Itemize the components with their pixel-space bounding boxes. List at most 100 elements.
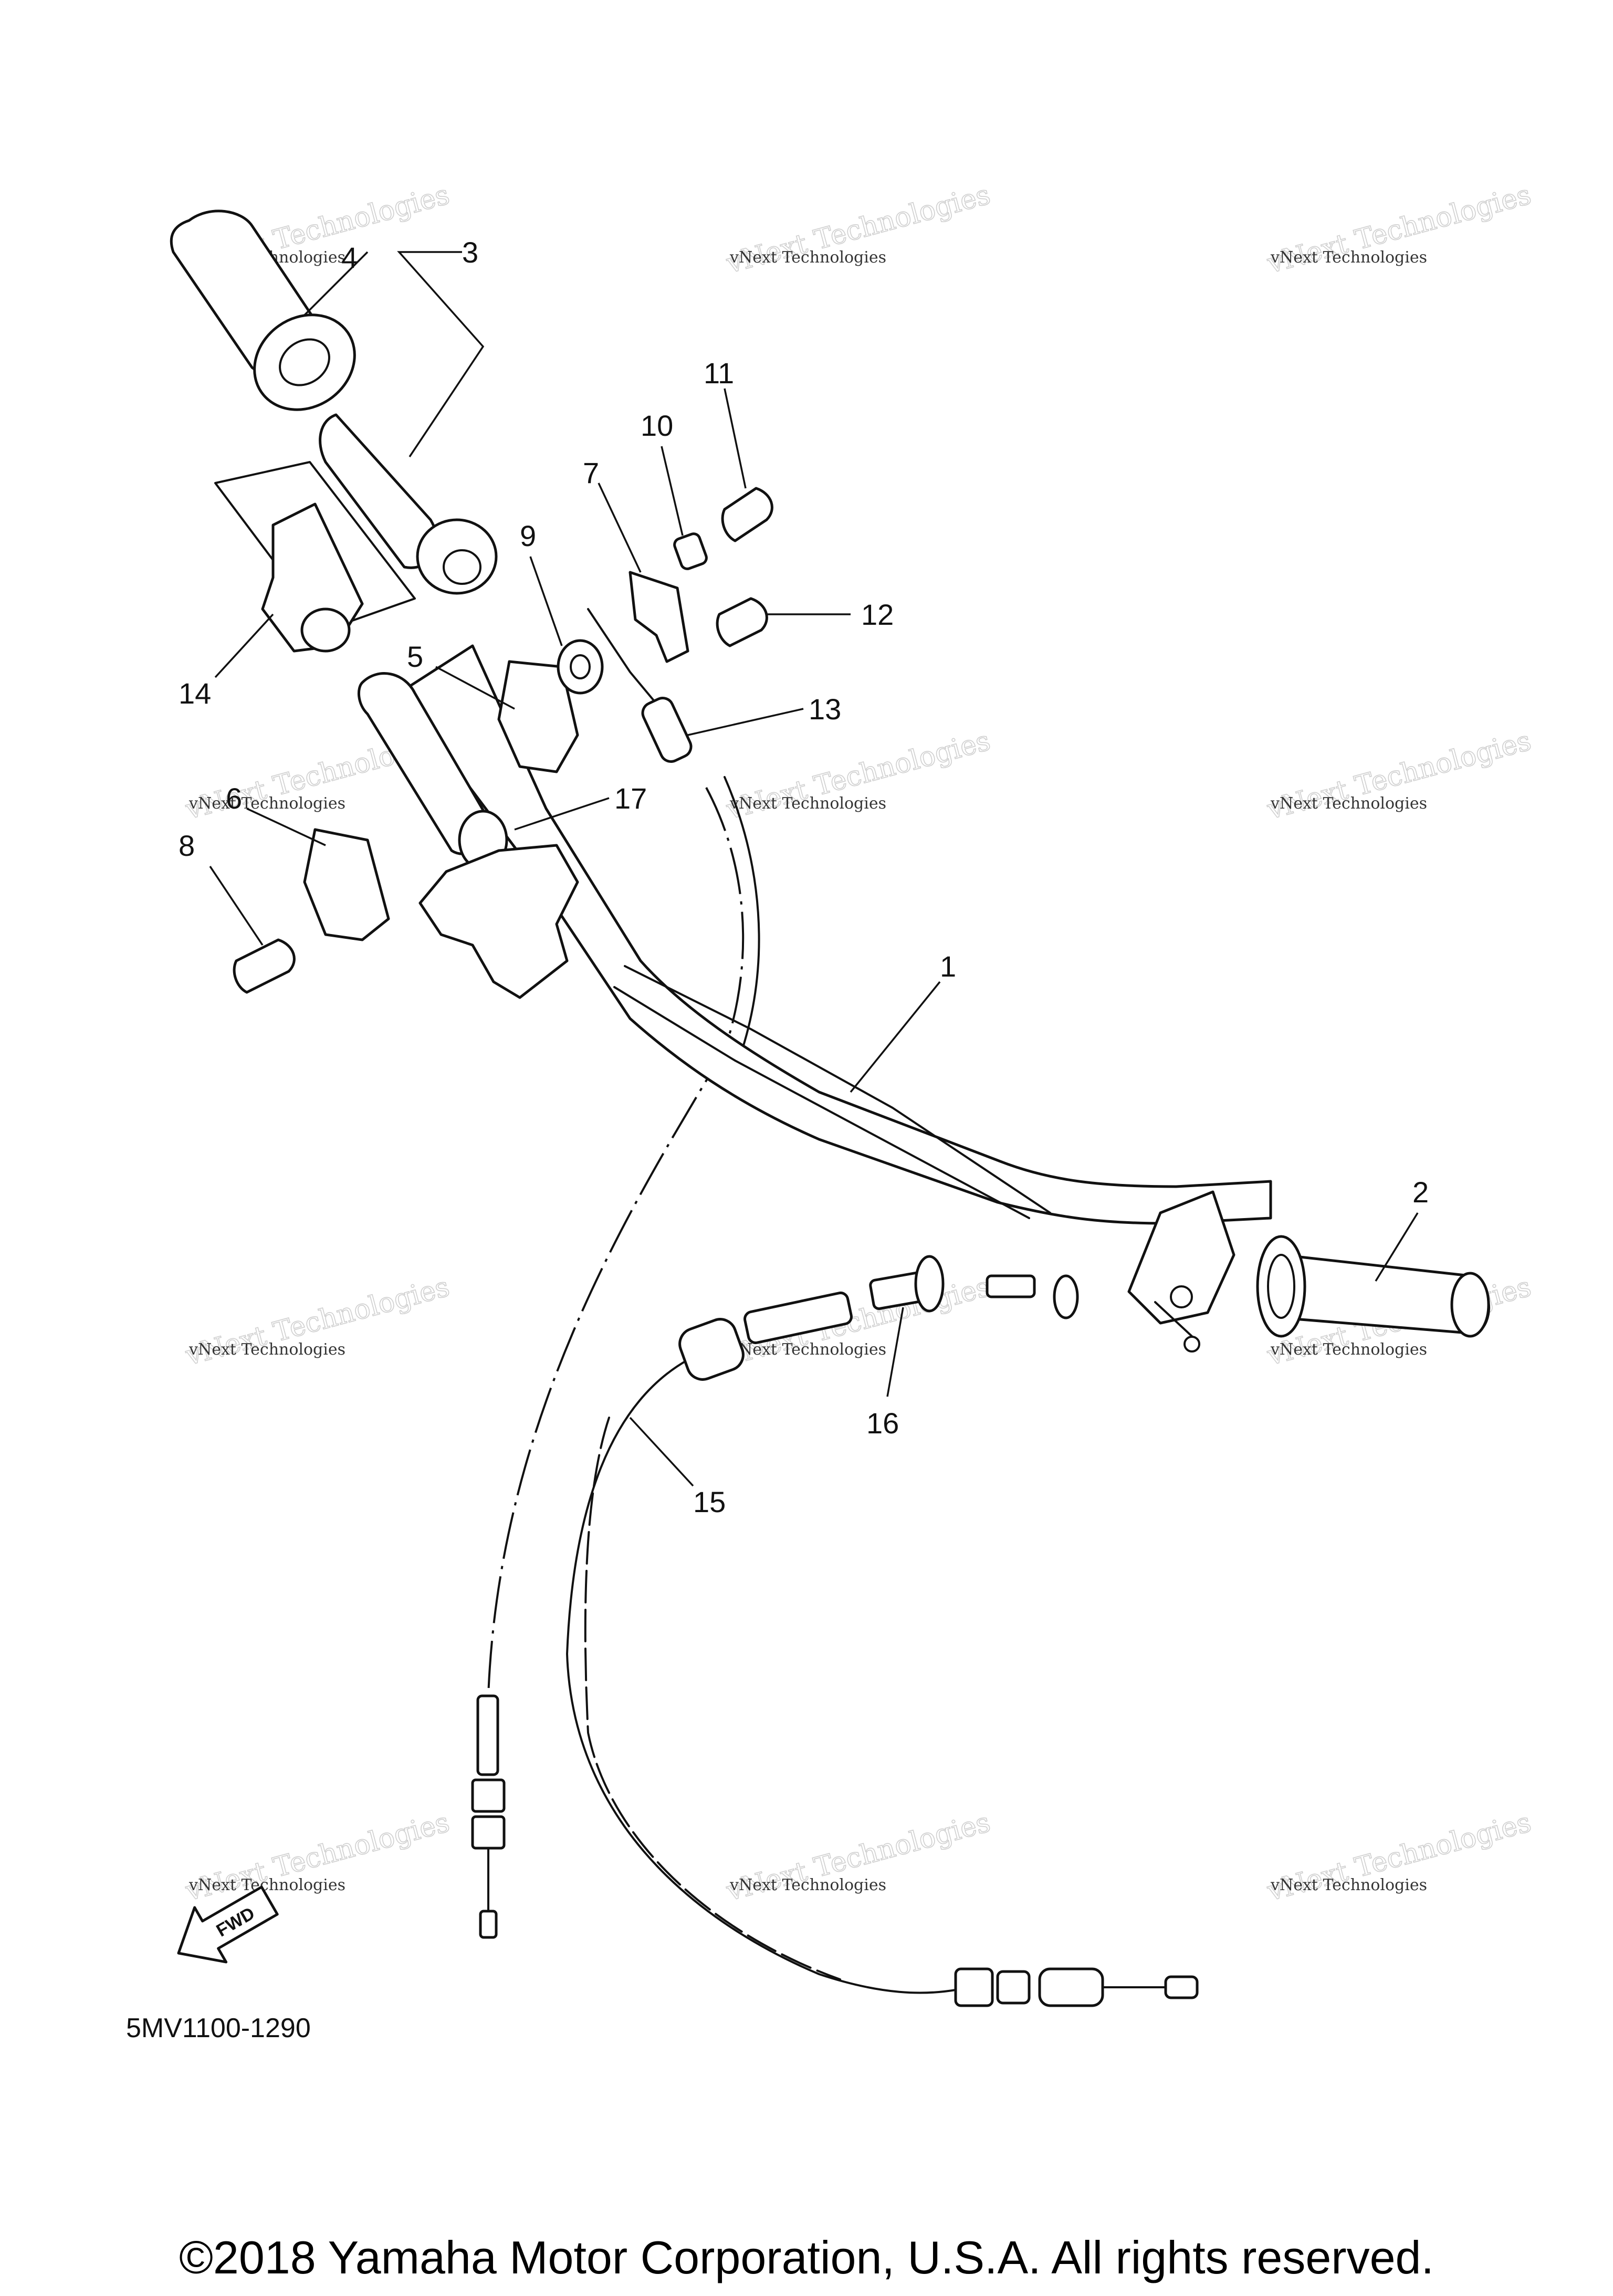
cable-nut <box>954 1967 994 2007</box>
callout-7: 7 <box>583 456 599 489</box>
cable-tip <box>1164 1975 1199 1999</box>
watermark-text: vNext Technologies <box>188 1340 345 1359</box>
small-hardware <box>233 487 773 994</box>
callout-1: 1 <box>940 950 956 983</box>
callout-11: 11 <box>704 357 734 390</box>
callout-6: 6 <box>226 782 242 815</box>
diagram-code: 5MV1100-1290 <box>126 2013 311 2043</box>
leader-lines <box>209 251 1419 1487</box>
callout-8: 8 <box>179 829 195 862</box>
cable-pulley-hub <box>570 654 591 679</box>
watermark-text: vNext Technologies <box>1270 794 1427 813</box>
callout-14: 14 <box>179 677 211 710</box>
leader-8 <box>209 866 264 946</box>
grip-flange <box>253 313 356 411</box>
watermarks: vNext Technologies vNext Technologies vN… <box>182 179 1535 1908</box>
watermark: vNext Technologies vNext Technologies <box>1263 1806 1535 1908</box>
watermark-text: vNext Technologies <box>1270 1340 1427 1359</box>
callout-16: 16 <box>866 1407 899 1440</box>
watermark: vNext Technologies vNext Technologies <box>182 1806 453 1908</box>
handlebar-crossbar-lower <box>613 986 1030 1219</box>
watermark: vNext Technologies vNext Technologies <box>722 725 994 826</box>
cable-boot <box>678 1318 745 1381</box>
watermark-text: vNext Technologies <box>729 248 886 267</box>
throttle-cable-inner <box>724 776 760 1056</box>
callout-10: 10 <box>641 409 673 442</box>
clutch-cable-outer <box>566 1359 957 1994</box>
leader-11 <box>724 388 747 489</box>
callout-5: 5 <box>407 640 423 673</box>
watermark: vNext Technologies vNext Technologies <box>1263 725 1535 826</box>
screw-11 <box>721 487 773 542</box>
grip-flange <box>1256 1235 1306 1338</box>
locknut <box>1053 1274 1079 1319</box>
callout-labels: 1 2 3 4 5 6 7 8 9 10 11 12 13 14 15 16 1… <box>179 236 1429 1518</box>
grip-right <box>1256 1235 1490 1338</box>
watermark: vNext Technologies vNext Technologies <box>722 179 994 280</box>
watermark-text: vNext Technologies <box>1270 248 1427 267</box>
leader-1 <box>850 981 941 1093</box>
cable-tip <box>479 1910 498 1939</box>
leader-5 <box>435 666 515 710</box>
throttle-housing-upper <box>214 461 416 653</box>
collar <box>673 532 708 570</box>
leader-15 <box>629 1417 694 1487</box>
screw-12 <box>716 597 768 647</box>
holder-bolt <box>1170 1285 1193 1308</box>
throttle-housing-lower <box>303 660 579 999</box>
watermark-text: vNext Technologies <box>729 794 886 813</box>
watermark: vNext Technologies vNext Technologies <box>1263 179 1535 280</box>
cable-sleeve <box>476 1694 499 1776</box>
housing-clamp <box>303 828 390 941</box>
cable-nut-lower <box>471 1815 506 1850</box>
cable-spring <box>1038 1967 1104 2007</box>
leader-16 <box>886 1307 904 1397</box>
forward-arrow-shape <box>177 1885 279 1964</box>
callout-9: 9 <box>520 519 536 552</box>
cable-end-ferrule <box>743 1291 853 1345</box>
callout-3: 3 <box>462 236 478 269</box>
callout-15: 15 <box>693 1485 726 1518</box>
watermark: vNext Technologies vNext Technologies <box>182 1271 453 1372</box>
leader-14 <box>214 613 274 678</box>
holder-pin <box>1183 1336 1200 1353</box>
cable-nut-upper <box>471 1778 506 1813</box>
cable-boot <box>996 1970 1031 2005</box>
leader-2 <box>1375 1212 1419 1282</box>
cable-adjuster <box>678 1255 1079 1381</box>
cable-pulley <box>557 639 604 695</box>
throttle-cable-end <box>471 1694 506 1939</box>
watermark-text: vNext Technologies <box>188 1876 345 1894</box>
callout-17: 17 <box>614 782 647 815</box>
leader-13 <box>687 708 804 736</box>
adjuster-nut <box>914 1255 945 1313</box>
clutch-lever-holder <box>1127 1190 1235 1353</box>
throttle-grip-assembly <box>170 209 498 595</box>
copyright-notice: ©2018 Yamaha Motor Corporation, U.S.A. A… <box>179 2231 1434 2283</box>
leader-3 <box>397 251 485 457</box>
leader-9 <box>529 556 563 646</box>
cable-adjuster-13 <box>641 697 693 763</box>
clutch-cable-end <box>954 1967 1199 2007</box>
watermark: vNext Technologies vNext Technologies <box>722 1806 994 1908</box>
adjuster-bolt <box>986 1274 1036 1298</box>
leader-17 <box>514 797 610 831</box>
cable-guide-plate <box>629 571 689 663</box>
grip-flange-inner <box>1267 1254 1295 1319</box>
leader-4 <box>303 251 369 316</box>
callout-12: 12 <box>861 598 894 631</box>
watermark-text: vNext Technologies <box>1270 1876 1427 1894</box>
watermark-text: vNext Technologies <box>188 794 345 813</box>
leader-6 <box>246 808 326 846</box>
leader-10 <box>661 446 684 536</box>
watermark-text: vNext Technologies <box>729 1876 886 1894</box>
lever-holder-body <box>1127 1190 1235 1325</box>
bolt-8 <box>233 938 296 994</box>
grip-end <box>1450 1272 1490 1338</box>
callout-13: 13 <box>809 693 841 726</box>
lever-bracket <box>418 844 579 999</box>
clutch-cable-inner <box>584 1417 841 1980</box>
leader-7 <box>598 483 642 573</box>
handlebar-crossbar <box>624 965 1051 1214</box>
